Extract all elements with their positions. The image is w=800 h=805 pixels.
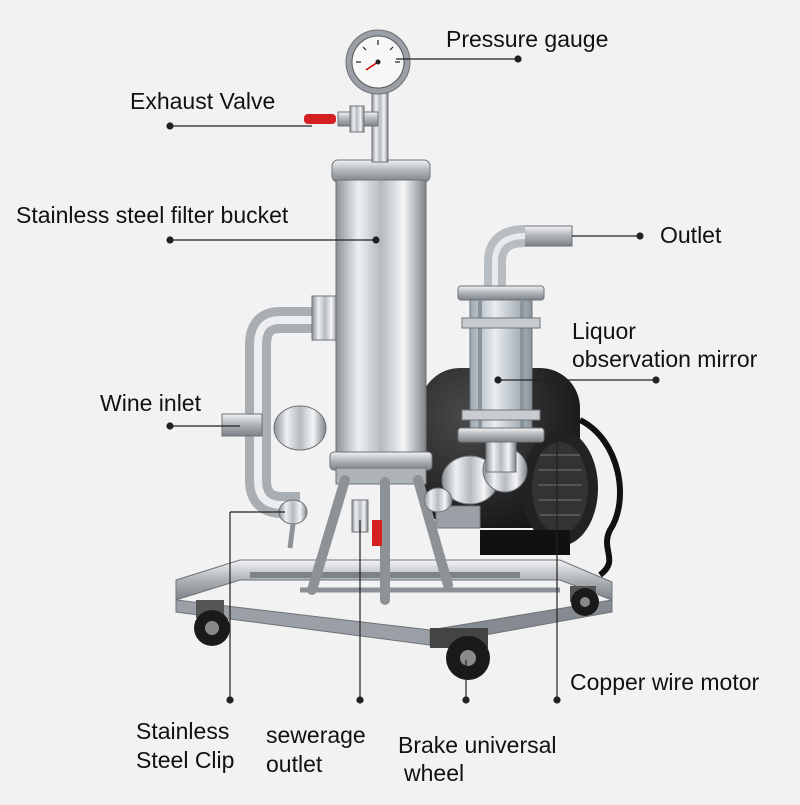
outlet-pipe xyxy=(484,225,573,290)
label-pressure-gauge: Pressure gauge xyxy=(446,26,609,52)
sewerage-outlet-valve xyxy=(351,499,382,546)
stainless-clip xyxy=(278,487,453,549)
label-mirror-line1: Liquor xyxy=(572,318,636,344)
bucket-legs xyxy=(307,475,453,605)
label-filter-bucket: Stainless steel filter bucket xyxy=(16,202,289,228)
label-wheel-line1: Brake universal xyxy=(398,732,557,758)
label-motor: Copper wire motor xyxy=(570,669,760,695)
inlet-pipe xyxy=(221,295,339,518)
label-clip-line2: Steel Clip xyxy=(136,747,235,773)
exhaust-valve-handle xyxy=(304,114,336,124)
label-sewerage-line2: outlet xyxy=(266,751,323,777)
observation-mirror xyxy=(457,285,545,473)
wheel-front-left xyxy=(194,600,230,646)
pressure-gauge xyxy=(345,29,411,95)
label-wine-inlet: Wine inlet xyxy=(100,390,201,416)
label-outlet: Outlet xyxy=(660,222,722,248)
label-wheel-line2: wheel xyxy=(404,760,465,786)
label-clip-line1: Stainless xyxy=(136,718,230,744)
filter-bucket xyxy=(329,159,433,485)
label-exhaust-valve: Exhaust Valve xyxy=(130,88,276,114)
wheel-back-right xyxy=(570,586,599,616)
cart-frame xyxy=(175,559,613,646)
wheel-front-center xyxy=(430,628,490,680)
label-sewerage-line1: sewerage xyxy=(266,722,366,748)
label-mirror-line2: observation mirror xyxy=(572,346,758,372)
leader-lines xyxy=(166,55,660,704)
top-riser xyxy=(337,85,389,163)
